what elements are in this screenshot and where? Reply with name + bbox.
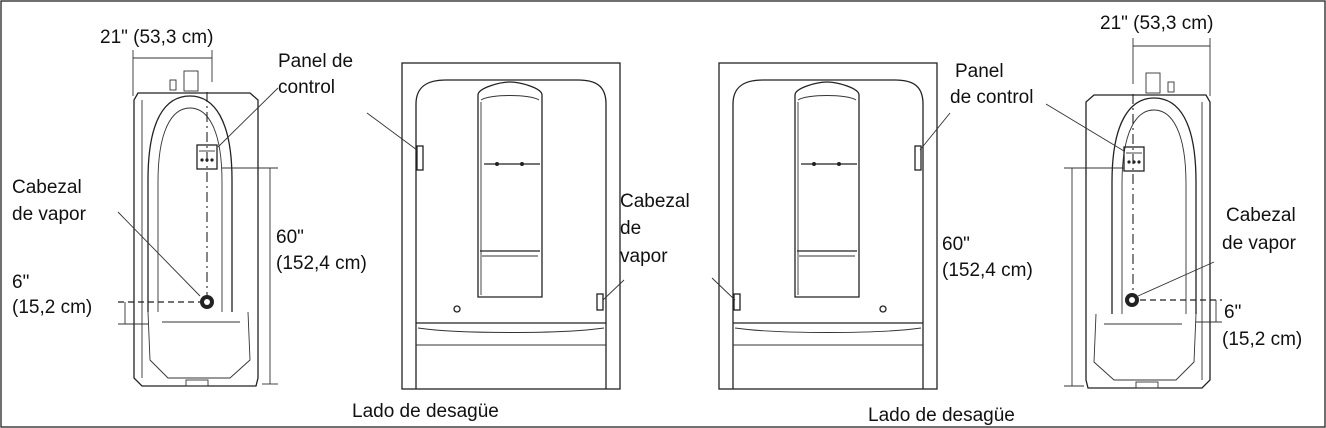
front-right-control-panel	[914, 145, 922, 171]
left-steam-head-inner	[204, 299, 210, 305]
right-panel-button	[1127, 160, 1131, 164]
front-right-panel-leader	[919, 112, 951, 151]
front-view-right	[711, 62, 951, 390]
center-height-label-1: 60"	[942, 234, 970, 255]
front-left-steam-head	[596, 293, 604, 311]
right-inner-arch	[1111, 97, 1197, 314]
left-inner-arch	[147, 95, 233, 312]
left-drain	[185, 379, 209, 387]
front-left-panel-leader	[366, 112, 418, 151]
left-top-fitting	[169, 79, 177, 91]
front-right-inner-frame	[732, 79, 924, 389]
left-control-panel-label-2: control	[278, 77, 335, 98]
front-left-drain-fitting	[453, 305, 461, 313]
left-width-label: 21" (53,3 cm)	[100, 27, 213, 48]
left-inner-arch-2	[157, 107, 223, 312]
left-control-panel-label-1: Panel de	[278, 51, 353, 72]
right-control-panel-label-1: Panel	[955, 61, 1004, 82]
right-control-panel-box	[1123, 146, 1145, 172]
front-right-drain-fitting	[879, 305, 887, 313]
front-right-outer-frame	[718, 62, 938, 390]
front-left-inner-frame	[415, 79, 607, 389]
front-left-tub-lip	[417, 327, 605, 333]
left-steam-head-label-1: Cabezal	[12, 177, 82, 198]
right-side-view	[1045, 38, 1222, 389]
front-left-drain-side-label: Lado de desagüe	[352, 401, 499, 422]
right-panel-button	[1137, 160, 1141, 164]
right-base-tub	[1093, 313, 1197, 381]
front-left-center-column	[477, 81, 543, 298]
left-steam-head-label-2: de vapor	[12, 204, 87, 225]
front-left-steam-leader	[602, 279, 625, 301]
center-steam-head-label-1: Cabezal	[620, 191, 690, 212]
center-steam-head-label-3: vapor	[620, 246, 668, 267]
center-steam-head-label-2: de	[620, 218, 641, 239]
left-offset-label-1: 6"	[12, 272, 29, 293]
left-control-panel-box	[196, 144, 218, 170]
right-drain	[1135, 381, 1159, 389]
front-right-shelf-peg	[837, 162, 841, 166]
left-height-label-1: 60"	[276, 227, 304, 248]
right-offset-label-1: 6"	[1224, 302, 1241, 323]
right-steam-head-leader	[1137, 261, 1215, 297]
left-panel-button	[210, 158, 214, 162]
right-steam-head-inner	[1129, 297, 1135, 303]
front-left-outer-frame	[401, 62, 621, 390]
left-base-tub	[147, 311, 251, 379]
left-side-view	[117, 50, 279, 387]
right-top-fitting	[1167, 81, 1175, 93]
front-right-shelf-peg	[812, 162, 816, 166]
right-inner-arch-2	[1121, 109, 1187, 314]
left-control-panel-leader	[217, 87, 279, 148]
right-offset-label-2: (15,2 cm)	[1222, 329, 1302, 350]
front-right-steam-head	[733, 293, 741, 311]
front-right-column-top	[797, 95, 857, 101]
left-height-label-2: (152,4 cm)	[276, 253, 367, 274]
front-right-center-column	[794, 81, 860, 298]
right-unit-body	[1085, 94, 1211, 389]
left-offset-label-2: (15,2 cm)	[12, 297, 92, 318]
right-top-pipe	[1145, 72, 1161, 94]
right-steam-head-label-1: Cabezal	[1226, 205, 1296, 226]
front-left-shelf-peg	[520, 162, 524, 166]
right-control-panel-leader	[1045, 103, 1125, 152]
center-height-label-2: (152,4 cm)	[942, 260, 1033, 281]
front-right-steam-leader	[711, 277, 736, 301]
left-steam-head-leader	[117, 211, 201, 297]
left-panel-button	[200, 158, 204, 162]
left-unit-body	[133, 92, 259, 387]
front-left-column-top	[480, 95, 540, 101]
left-top-pipe	[183, 70, 199, 92]
front-right-tub-lip	[734, 327, 922, 333]
front-left-shelf-peg	[495, 162, 499, 166]
right-width-label: 21" (53,3 cm)	[1100, 13, 1213, 34]
front-view-left	[366, 62, 625, 390]
front-left-control-panel	[416, 145, 424, 171]
right-control-panel-label-2: de control	[950, 87, 1033, 108]
right-steam-head-label-2: de vapor	[1222, 233, 1297, 254]
front-right-drain-side-label: Lado de desagüe	[868, 405, 1015, 426]
